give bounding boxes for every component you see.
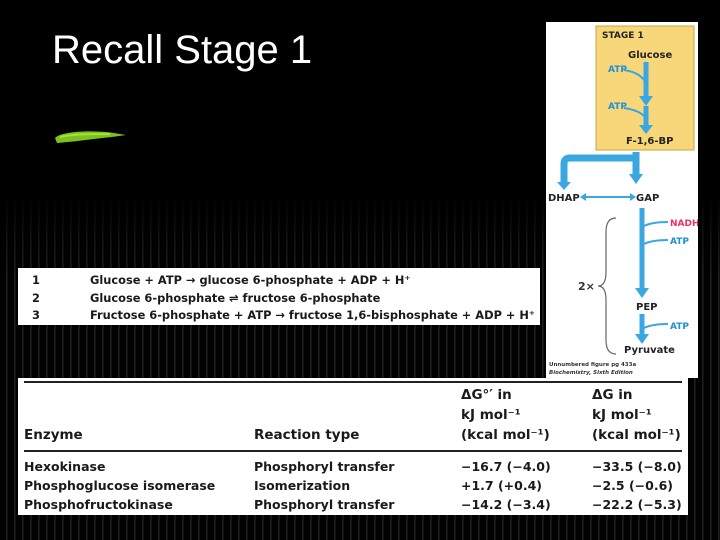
- dhap-label: DHAP: [548, 193, 580, 204]
- table-cell-reaction-type: Phosphoryl transfer: [254, 497, 395, 512]
- pep-label: PEP: [636, 302, 658, 313]
- column-header-dg-kcal: (kcal mol⁻¹): [592, 427, 681, 443]
- pyruvate-label: Pyruvate: [624, 345, 675, 356]
- atp-input-arrow: [623, 69, 645, 81]
- arrowhead: [580, 193, 586, 201]
- arrowhead: [635, 334, 649, 344]
- column-header-enzyme: Enzyme: [24, 427, 83, 443]
- atp-label: ATP: [608, 102, 627, 112]
- arrowhead: [630, 193, 636, 201]
- atp-label: ATP: [670, 237, 689, 247]
- table-top-rule: [24, 381, 682, 383]
- arrowhead: [639, 96, 653, 106]
- reaction-row: 2 Glucose 6-phosphate ⇌ fructose 6-phosp…: [18, 291, 540, 309]
- reaction-list: 1 Glucose + ATP → glucose 6-phosphate + …: [18, 268, 540, 325]
- table-cell-dg: −33.5 (−8.0): [592, 459, 682, 474]
- green-brush-stroke: [55, 131, 126, 143]
- arrowhead: [557, 182, 571, 190]
- reaction-row: 1 Glucose + ATP → glucose 6-phosphate + …: [18, 273, 540, 291]
- reaction-number: 1: [32, 273, 40, 287]
- split-arrow: [560, 152, 640, 186]
- nadh-output-arrow: [643, 221, 669, 227]
- reaction-equation: Fructose 6-phosphate + ATP → fructose 1,…: [90, 308, 535, 322]
- table-cell-dg0: +1.7 (+0.4): [461, 478, 543, 493]
- f16bp-label: F-1,6-BP: [626, 136, 674, 147]
- arrowhead: [635, 288, 649, 298]
- table-cell-enzyme: Hexokinase: [24, 459, 106, 474]
- reaction-number: 3: [32, 308, 40, 322]
- slide-title: Recall Stage 1: [52, 28, 313, 72]
- table-cell-dg0: −14.2 (−3.4): [461, 497, 551, 512]
- column-header-dg0: ΔG°′ in: [461, 387, 512, 403]
- table-cell-dg: −22.2 (−5.3): [592, 497, 682, 512]
- table-cell-enzyme: Phosphoglucose isomerase: [24, 478, 216, 493]
- reaction-equation: Glucose 6-phosphate ⇌ fructose 6-phospha…: [90, 291, 381, 305]
- stage-1-label: STAGE 1: [602, 31, 644, 41]
- enzyme-table: ΔG°′ in kJ mol⁻¹ (kcal mol⁻¹) ΔG in kJ m…: [18, 378, 688, 515]
- gap-label: GAP: [636, 193, 659, 204]
- table-cell-reaction-type: Isomerization: [254, 478, 351, 493]
- table-cell-enzyme: Phosphofructokinase: [24, 497, 173, 512]
- atp-output-arrow: [643, 239, 669, 245]
- nadh-label: NADH: [670, 219, 698, 229]
- atp-input-arrow: [623, 107, 645, 117]
- glucose-label: Glucose: [628, 50, 673, 61]
- column-header-dg0-kcal: (kcal mol⁻¹): [461, 427, 550, 443]
- reaction-number: 2: [32, 291, 40, 305]
- figure-caption: Biochemistry, Sixth Edition: [549, 370, 633, 376]
- brace: [597, 217, 617, 355]
- table-cell-dg: −2.5 (−0.6): [592, 478, 674, 493]
- atp-label: ATP: [670, 322, 689, 332]
- pathway-diagram: STAGE 1 Glucose ATP ATP F-1,6-BP DHAP GA…: [548, 25, 698, 376]
- arrowhead: [629, 174, 643, 184]
- arrowhead: [639, 125, 653, 134]
- atp-output-arrow: [643, 323, 669, 329]
- column-header-dg-unit: kJ mol⁻¹: [592, 407, 652, 423]
- column-header-reaction-type: Reaction type: [254, 427, 360, 443]
- reaction-row: 3 Fructose 6-phosphate + ATP → fructose …: [18, 308, 540, 326]
- table-header-rule: [24, 450, 682, 452]
- column-header-dg: ΔG in: [592, 387, 633, 403]
- glycolysis-pathway-figure: STAGE 1 Glucose ATP ATP F-1,6-BP DHAP GA…: [546, 22, 698, 378]
- table-cell-dg0: −16.7 (−4.0): [461, 459, 551, 474]
- figure-caption: Unnumbered figure pg 433a: [549, 362, 636, 368]
- atp-label: ATP: [608, 65, 627, 75]
- reaction-equation: Glucose + ATP → glucose 6-phosphate + AD…: [90, 273, 411, 287]
- table-cell-reaction-type: Phosphoryl transfer: [254, 459, 395, 474]
- column-header-dg0-unit: kJ mol⁻¹: [461, 407, 521, 423]
- multiplier-label: 2×: [578, 280, 595, 293]
